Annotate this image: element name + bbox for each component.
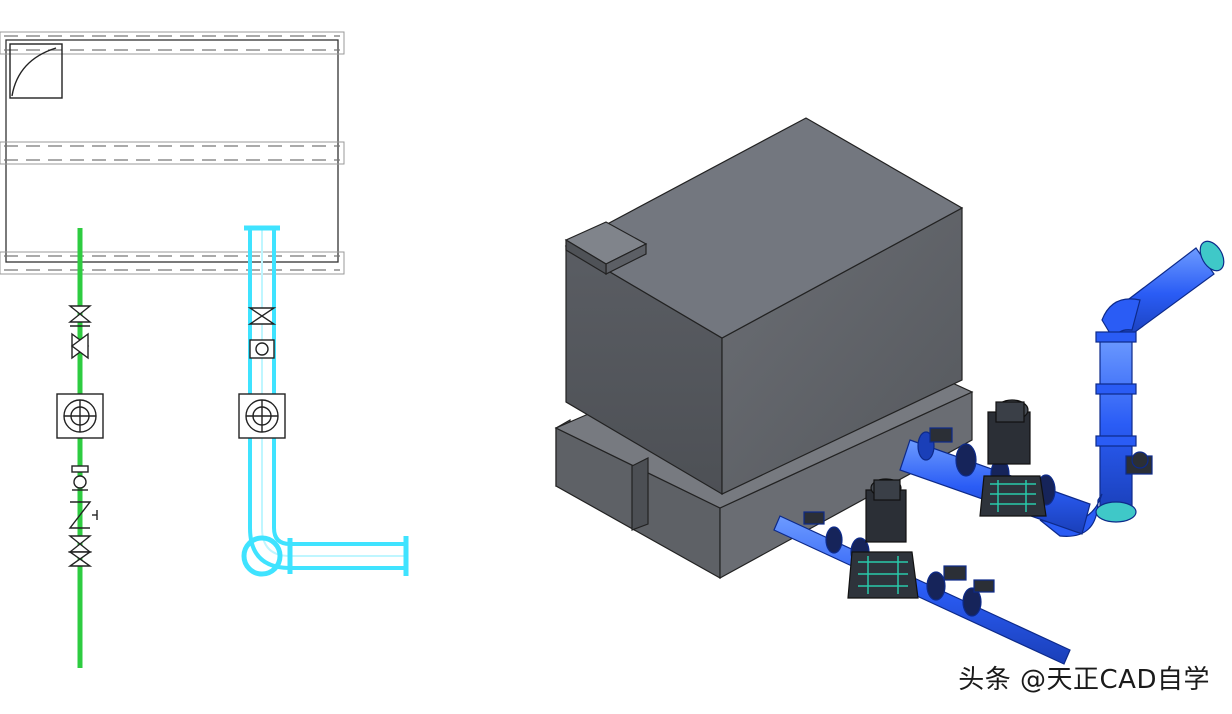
pump-lower xyxy=(847,478,919,599)
pump-symbol-icon xyxy=(56,393,104,439)
strainer-icon xyxy=(71,465,89,491)
bowtie-valve-icon xyxy=(67,535,93,567)
watermark-text: 头条 @天正CAD自学 xyxy=(958,665,1210,695)
green-pipe-line xyxy=(56,228,104,668)
check-valve-icon xyxy=(68,501,98,529)
check-valve-icon xyxy=(70,332,90,360)
pump-upper xyxy=(979,399,1047,517)
manhole-icon xyxy=(9,43,63,99)
cyan-pipe-line xyxy=(238,225,409,577)
tank-body xyxy=(564,117,964,496)
plan-view xyxy=(0,31,409,668)
suction-pipe xyxy=(773,511,1071,665)
plan-dashed-lines xyxy=(4,35,340,271)
pump-symbol-icon xyxy=(238,393,286,439)
bowtie-valve-icon xyxy=(247,307,277,359)
tank-3d-model xyxy=(554,117,1225,665)
manhole-cover xyxy=(564,221,648,276)
plan-tank-outline xyxy=(0,31,345,275)
discharge-pipe xyxy=(1039,240,1225,537)
bowtie-valve-icon xyxy=(68,305,92,327)
elbow-icon xyxy=(241,535,409,577)
